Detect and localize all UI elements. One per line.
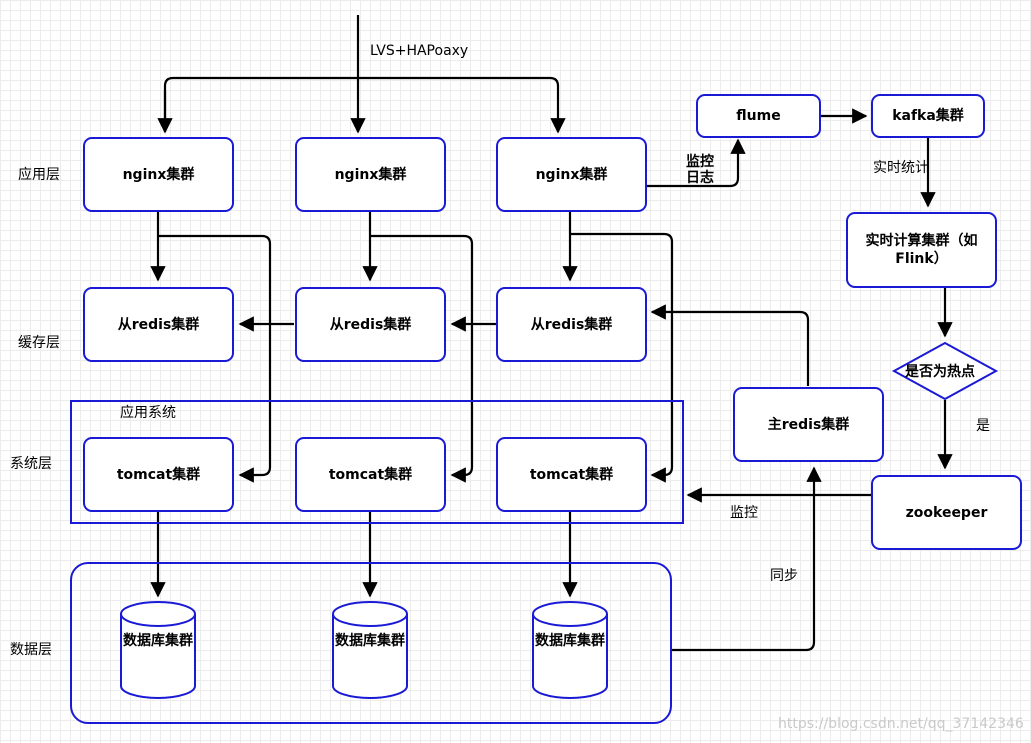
nginx-cluster-1[interactable]: nginx集群 [83,137,234,212]
app-system-label: 应用系统 [120,405,176,421]
app-system-container[interactable] [70,400,684,524]
layer-label-system: 系统层 [10,456,52,472]
edge-entry-split [163,76,566,134]
nginx-cluster-2[interactable]: nginx集群 [295,137,446,212]
tomcat-cluster-3[interactable]: tomcat集群 [496,437,647,512]
layer-label-cache: 缓存层 [18,335,60,351]
slave-redis-cluster-2[interactable]: 从redis集群 [295,287,446,362]
layer-label-data: 数据层 [10,642,52,658]
kafka-cluster[interactable]: kafka集群 [871,94,985,138]
database-cluster-1[interactable]: 数据库集群 [123,633,193,649]
edge-label-realtime-stats: 实时统计 [873,160,929,176]
database-cylinder-2 [332,601,408,699]
edge-nginx2-tomcat2 [370,234,474,483]
edge-nginx3-tomcat3 [570,232,674,483]
edge-nginx3-flume [646,138,746,188]
watermark-text: https://blog.csdn.net/qq_37142346 [778,716,1024,732]
tomcat-cluster-2[interactable]: tomcat集群 [295,437,446,512]
layer-label-app: 应用层 [18,167,60,183]
database-cluster-2[interactable]: 数据库集群 [335,633,405,649]
data-layer-container[interactable] [70,562,672,724]
slave-redis-cluster-1[interactable]: 从redis集群 [83,287,234,362]
edge-db-master-sync [672,466,822,652]
nginx-cluster-3[interactable]: nginx集群 [496,137,647,212]
entry-label: LVS+HAPoaxy [370,43,469,59]
tomcat-cluster-1[interactable]: tomcat集群 [83,437,234,512]
flume-node[interactable]: flume [696,94,821,138]
database-cluster-3[interactable]: 数据库集群 [535,633,605,649]
database-cylinder-1 [120,601,196,699]
slave-redis-cluster-3[interactable]: 从redis集群 [496,287,647,362]
realtime-compute-cluster[interactable]: 实时计算集群（如Flink） [846,212,997,288]
edge-label-monitor-log: 监控日志 [686,154,714,186]
database-cylinder-3 [532,601,608,699]
edge-label-yes: 是 [976,418,990,434]
edge-label-sync: 同步 [770,568,798,584]
edge-master-redis3 [650,304,810,386]
zookeeper-node[interactable]: zookeeper [871,475,1022,550]
hotspot-decision-label[interactable]: 是否为热点 [905,364,975,380]
master-redis-cluster[interactable]: 主redis集群 [733,387,884,462]
hotspot-diamond [891,341,999,401]
edge-label-monitor: 监控 [730,505,758,521]
edge-nginx1-tomcat1 [158,234,272,483]
